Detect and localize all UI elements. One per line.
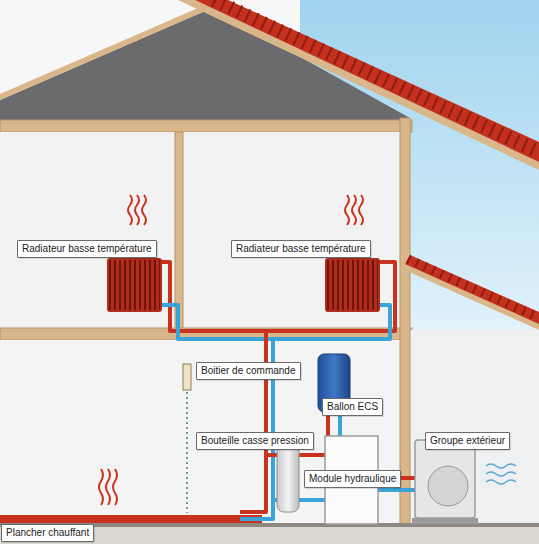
heat-wave (135, 195, 139, 225)
heat-wave (345, 195, 349, 225)
radiator-right (325, 258, 380, 312)
roof-edge (0, 2, 212, 100)
heat-wave (359, 195, 363, 225)
label-text: Module hydraulique (309, 473, 396, 485)
ground-rooms (0, 340, 400, 525)
radiator-left (107, 258, 162, 312)
label-text: Ballon ECS (327, 401, 378, 413)
heat-wave (352, 195, 356, 225)
outdoor-unit-label: Groupe extérieur (425, 432, 510, 450)
label-text: Bouteille casse pression (201, 435, 309, 447)
label-text: Radiateur basse température (22, 243, 152, 255)
heat-wave (106, 469, 110, 505)
heat-wave (142, 195, 146, 225)
label-text: Plancher chauffant (6, 527, 89, 539)
air-waves (486, 464, 516, 484)
upper-rooms (0, 132, 400, 328)
radiator-label: Radiateur basse température (17, 240, 157, 258)
outdoor-return (378, 488, 415, 492)
bottle-label: Bouteille casse pression (196, 432, 314, 450)
air-wave (486, 464, 516, 468)
control-box (183, 364, 191, 390)
radiator-body (325, 258, 380, 312)
supply-riser (240, 331, 266, 512)
interior-wall (175, 132, 183, 328)
radiator-fins (327, 260, 378, 310)
floor-heating-label: Plancher chauffant (1, 524, 94, 542)
radiator-fins (109, 260, 160, 310)
exterior-area (410, 330, 539, 525)
lower-roof-tiles (405, 255, 539, 324)
floor-heating (0, 515, 262, 523)
heat-wave (128, 195, 132, 225)
heat-wave (113, 469, 117, 505)
buffer-bottle (277, 442, 299, 512)
control-box-label: Boitier de commande (196, 362, 301, 380)
pipes (162, 262, 415, 519)
radiator-label: Radiateur basse température (231, 240, 371, 258)
label-text: Radiateur basse température (236, 243, 366, 255)
radiator-body (107, 258, 162, 312)
control-wire (186, 392, 188, 513)
outdoor-unit (415, 440, 475, 518)
tank-label: Ballon ECS (322, 398, 383, 416)
ground (0, 525, 539, 544)
heat-wave (99, 469, 103, 505)
attic-floor (0, 120, 412, 132)
label-text: Groupe extérieur (430, 435, 505, 447)
lower-roof-tile-lines (408, 259, 539, 318)
outer-wall (400, 118, 410, 525)
outdoor-fan (428, 466, 468, 506)
label-text: Boitier de commande (201, 365, 296, 377)
module-label: Module hydraulique (304, 470, 401, 488)
air-wave (486, 472, 516, 476)
outdoor-base (412, 518, 478, 524)
air-wave (486, 480, 516, 484)
